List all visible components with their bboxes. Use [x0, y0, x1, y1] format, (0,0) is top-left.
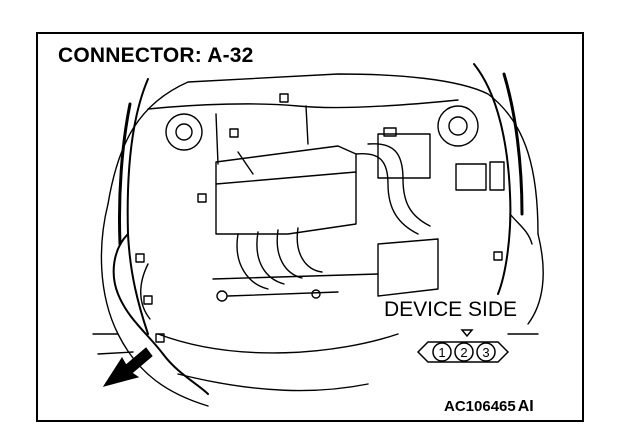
figure-code-suffix: AI — [517, 398, 534, 415]
air-intake-duct — [355, 152, 419, 235]
connector-title: CONNECTOR: A-32 — [58, 44, 254, 67]
top-wiring-harness — [147, 99, 459, 110]
left-strut-tower — [165, 113, 203, 151]
intake-runners — [236, 227, 323, 290]
connector-pin-1 — [432, 342, 452, 362]
radiator — [377, 238, 439, 297]
connector-key-marker — [460, 329, 474, 338]
connector-pin-2 — [454, 342, 474, 362]
location-arrow — [102, 347, 153, 387]
connector-face — [416, 329, 510, 363]
front-bumper-line — [157, 333, 399, 354]
right-wiring-harness — [473, 63, 512, 295]
right-strut-tower — [437, 105, 479, 147]
hood-outline — [107, 73, 539, 235]
device-side-label: DEVICE SIDE — [384, 298, 518, 321]
front-bumper-lower — [177, 373, 369, 392]
pin-label-3: 3 — [482, 345, 489, 360]
figure-code-number: AC106465 — [444, 398, 516, 415]
engine-block — [215, 145, 357, 235]
diagram-frame: 1 2 3 CONNECTOR: A-32 DEVICE SIDE AC1064… — [36, 32, 584, 422]
relay-box — [455, 163, 487, 191]
battery — [377, 133, 431, 179]
pin-label-2: 2 — [460, 345, 467, 360]
pin-label-1: 1 — [438, 345, 445, 360]
connector-pin-3 — [476, 342, 496, 362]
right-fender — [527, 233, 544, 325]
engine-bay-illustration: 1 2 3 — [92, 63, 544, 407]
